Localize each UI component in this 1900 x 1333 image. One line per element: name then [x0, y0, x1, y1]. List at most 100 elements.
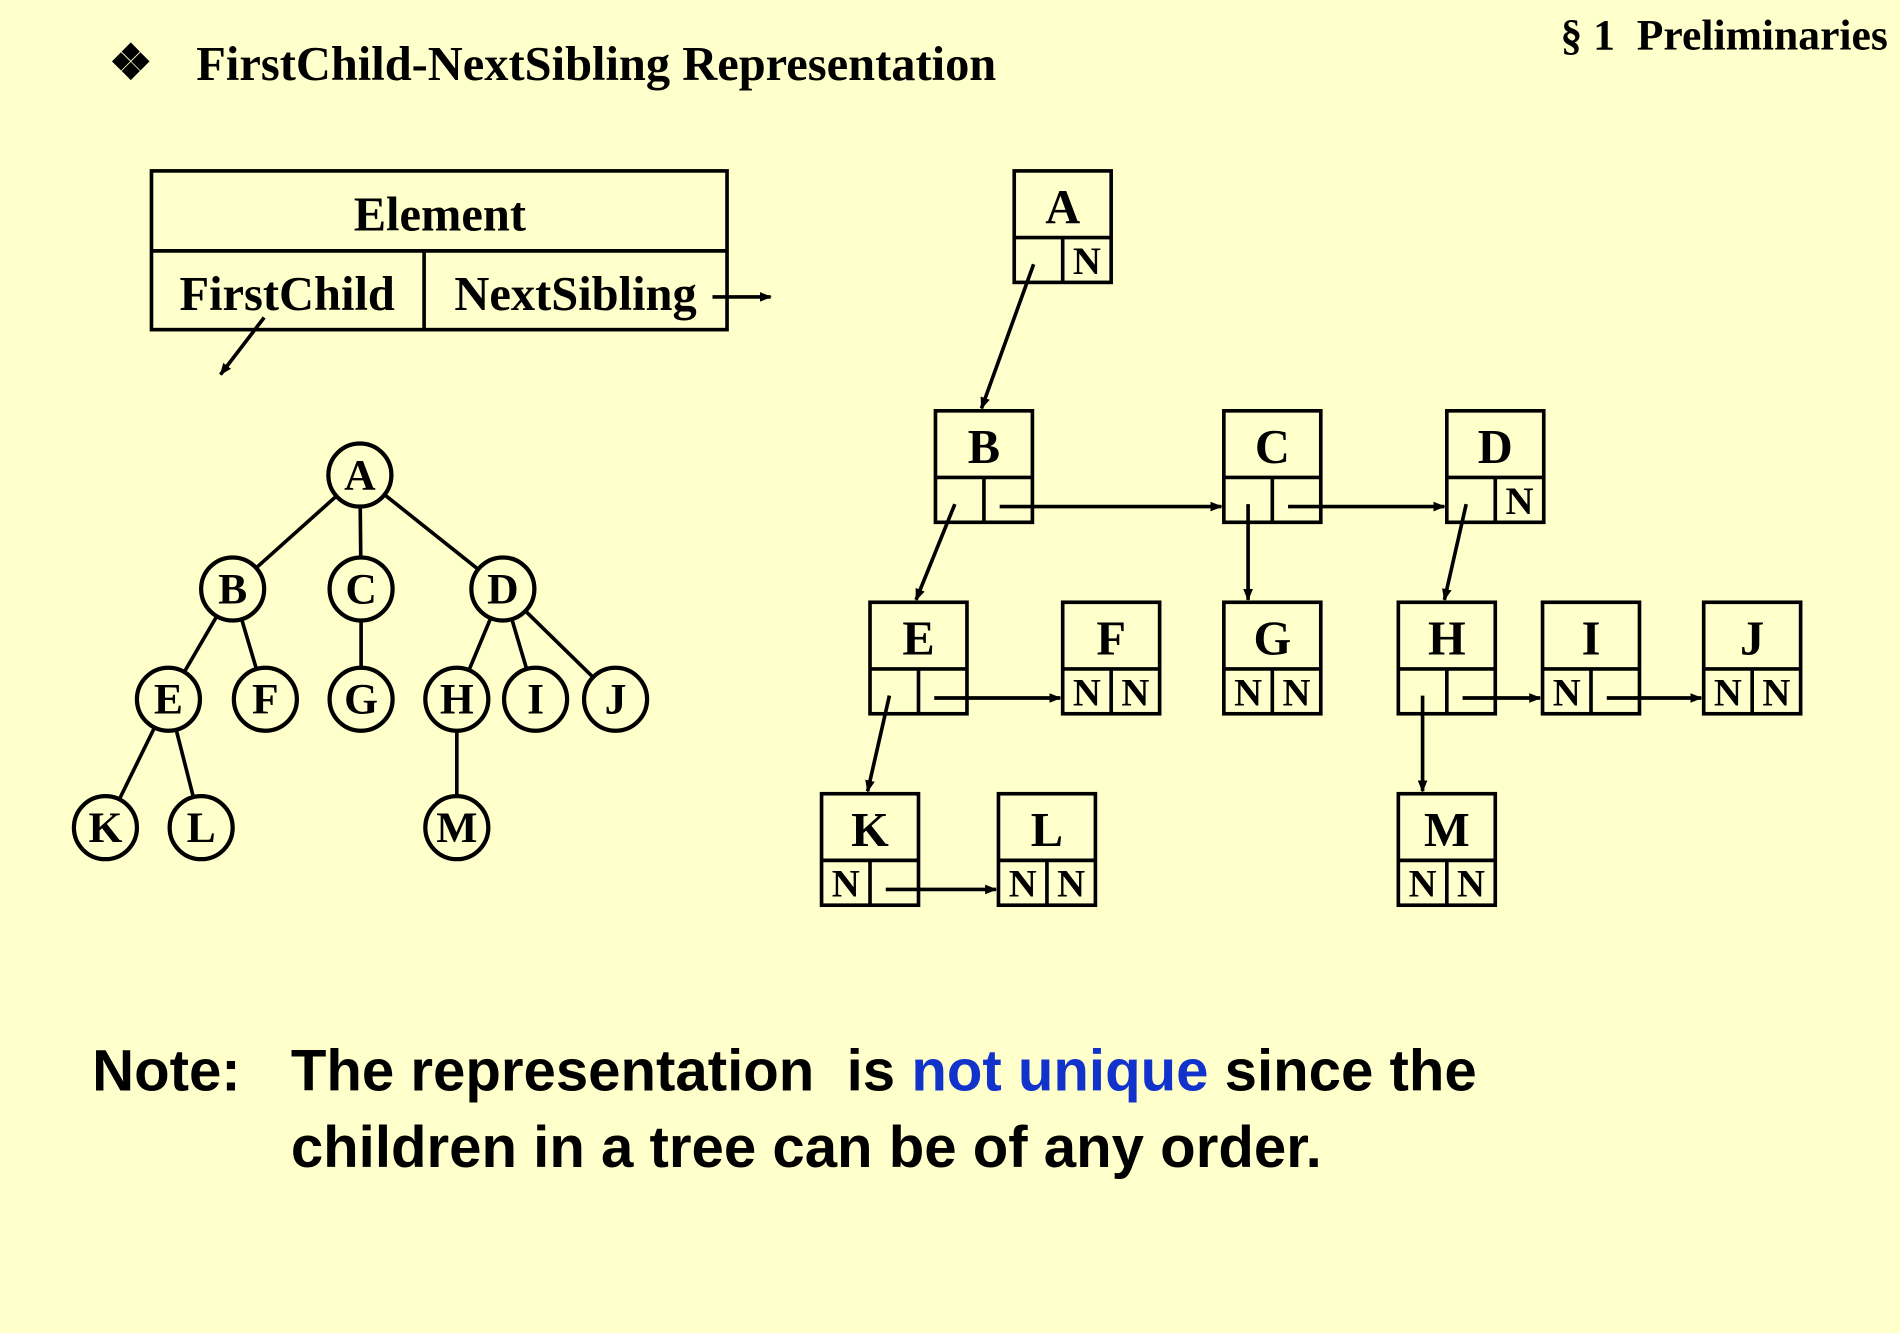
fcns-node-C: C: [1222, 409, 1323, 525]
node-label: A: [1045, 181, 1080, 234]
tree-node-label: L: [187, 804, 216, 852]
tree-node-label: F: [252, 676, 279, 724]
tree-edge-D-I: [510, 618, 529, 670]
next-sibling-null: N: [1121, 671, 1149, 714]
note-text-before: The representation is: [291, 1039, 912, 1104]
tree-node-label: A: [344, 452, 376, 500]
tree-node-circle: [327, 555, 395, 623]
tree-node-label: D: [487, 565, 518, 613]
node-label: C: [1255, 421, 1290, 474]
fcns-node-E: E: [868, 600, 969, 716]
tree-node-B: B: [199, 555, 267, 623]
node-label: E: [902, 612, 934, 665]
note-line-1: The representation is not unique since t…: [291, 1039, 1477, 1104]
tree-node-label: G: [344, 676, 378, 724]
tree-node-circle: [326, 441, 394, 509]
fcns-node-I: IN: [1540, 600, 1642, 716]
first-child-null: N: [1234, 671, 1262, 714]
first-child-null: N: [1009, 863, 1037, 906]
node-label: B: [968, 421, 1000, 474]
section-label: § 1 Preliminaries: [1560, 12, 1887, 60]
tree-node-circle: [581, 665, 650, 733]
tree-node-K: K: [71, 794, 140, 862]
first-child-arrow-B-E: [914, 503, 957, 601]
first-child-arrow-D-H: [1442, 503, 1468, 602]
fcns-node-B: B: [933, 409, 1035, 525]
node-label: D: [1478, 421, 1513, 474]
first-child-null: N: [1073, 671, 1101, 714]
node-label: L: [1031, 804, 1063, 857]
note-text-after: since the: [1208, 1039, 1476, 1104]
tree-edge-A-B: [254, 494, 338, 570]
next-sibling-null: N: [1073, 240, 1101, 283]
next-sibling-null: N: [1057, 863, 1085, 906]
note-highlight: not unique: [911, 1039, 1208, 1104]
tree-node-C: C: [327, 555, 395, 623]
tree-node-circle: [501, 665, 570, 733]
tree-node-circle: [167, 794, 235, 862]
node-label: J: [1740, 612, 1764, 665]
node-label: I: [1582, 612, 1601, 665]
node-label: K: [851, 804, 889, 857]
fcns-node-K: KN: [819, 791, 921, 908]
tree-node-label: M: [436, 804, 477, 852]
tree-node-I: I: [501, 665, 570, 733]
next-sibling-null: N: [1457, 863, 1485, 906]
tree-node-circle: [134, 665, 203, 733]
tree-node-label: K: [88, 804, 122, 852]
first-child-null: N: [1714, 671, 1742, 714]
tree-edge-B-E: [182, 615, 219, 673]
tree-node-label: H: [440, 676, 474, 724]
next-sibling-null: N: [1762, 671, 1790, 714]
legend-next-sibling: NextSibling: [454, 268, 696, 321]
fcns-node-H: H: [1396, 600, 1498, 716]
tree-node-G: G: [327, 665, 395, 733]
note-label: Note:: [92, 1039, 241, 1104]
tree-node-D: D: [469, 555, 537, 623]
legend-first-child: FirstChild: [179, 268, 394, 321]
tree-node-label: B: [218, 565, 247, 613]
tree-edge-A-C: [358, 506, 363, 558]
tree-node-circle: [231, 665, 299, 733]
fcns-node-A: AN: [1012, 169, 1113, 285]
tree-node-circle: [71, 794, 140, 862]
slide-title: FirstChild-NextSibling Representation: [196, 38, 996, 91]
next-sibling-null: N: [1506, 480, 1534, 523]
tree-node-A: A: [326, 441, 394, 509]
note-line-2: children in a tree can be of any order.: [291, 1115, 1322, 1180]
tree-node-label: E: [154, 676, 183, 724]
tree-node-L: L: [167, 794, 235, 862]
node-label: H: [1428, 612, 1466, 665]
bullet-icon: ❖: [109, 37, 152, 90]
tree-node-label: C: [345, 565, 376, 613]
tree-node-label: J: [605, 676, 627, 724]
tree-node-circle: [327, 665, 395, 733]
tree-edge-D-J: [524, 609, 595, 679]
tree-edge-E-K: [117, 726, 157, 801]
first-child-null: N: [1553, 671, 1581, 714]
tree-node-E: E: [134, 665, 203, 733]
tree-node-label: I: [527, 676, 544, 724]
node-label: F: [1096, 612, 1126, 665]
tree-node-H: H: [423, 665, 491, 733]
general-tree: A B C D E F G H I J K L M: [71, 441, 650, 862]
pointer-arrows: [865, 263, 1703, 895]
first-child-arrow-E-K: [865, 695, 892, 793]
tree-node-circle: [469, 555, 537, 623]
tree-node-circle: [423, 665, 491, 733]
tree-node-circle: [423, 794, 491, 862]
tree-node-F: F: [231, 665, 299, 733]
tree-edge-A-D: [383, 493, 480, 571]
fcns-node-D: DN: [1444, 409, 1546, 525]
first-child-null: N: [832, 863, 860, 906]
tree-node-J: J: [581, 665, 650, 733]
tree-node-M: M: [423, 794, 491, 862]
node-label: M: [1424, 804, 1470, 857]
tree-node-circle: [199, 555, 267, 623]
legend-element: Element: [354, 188, 526, 241]
